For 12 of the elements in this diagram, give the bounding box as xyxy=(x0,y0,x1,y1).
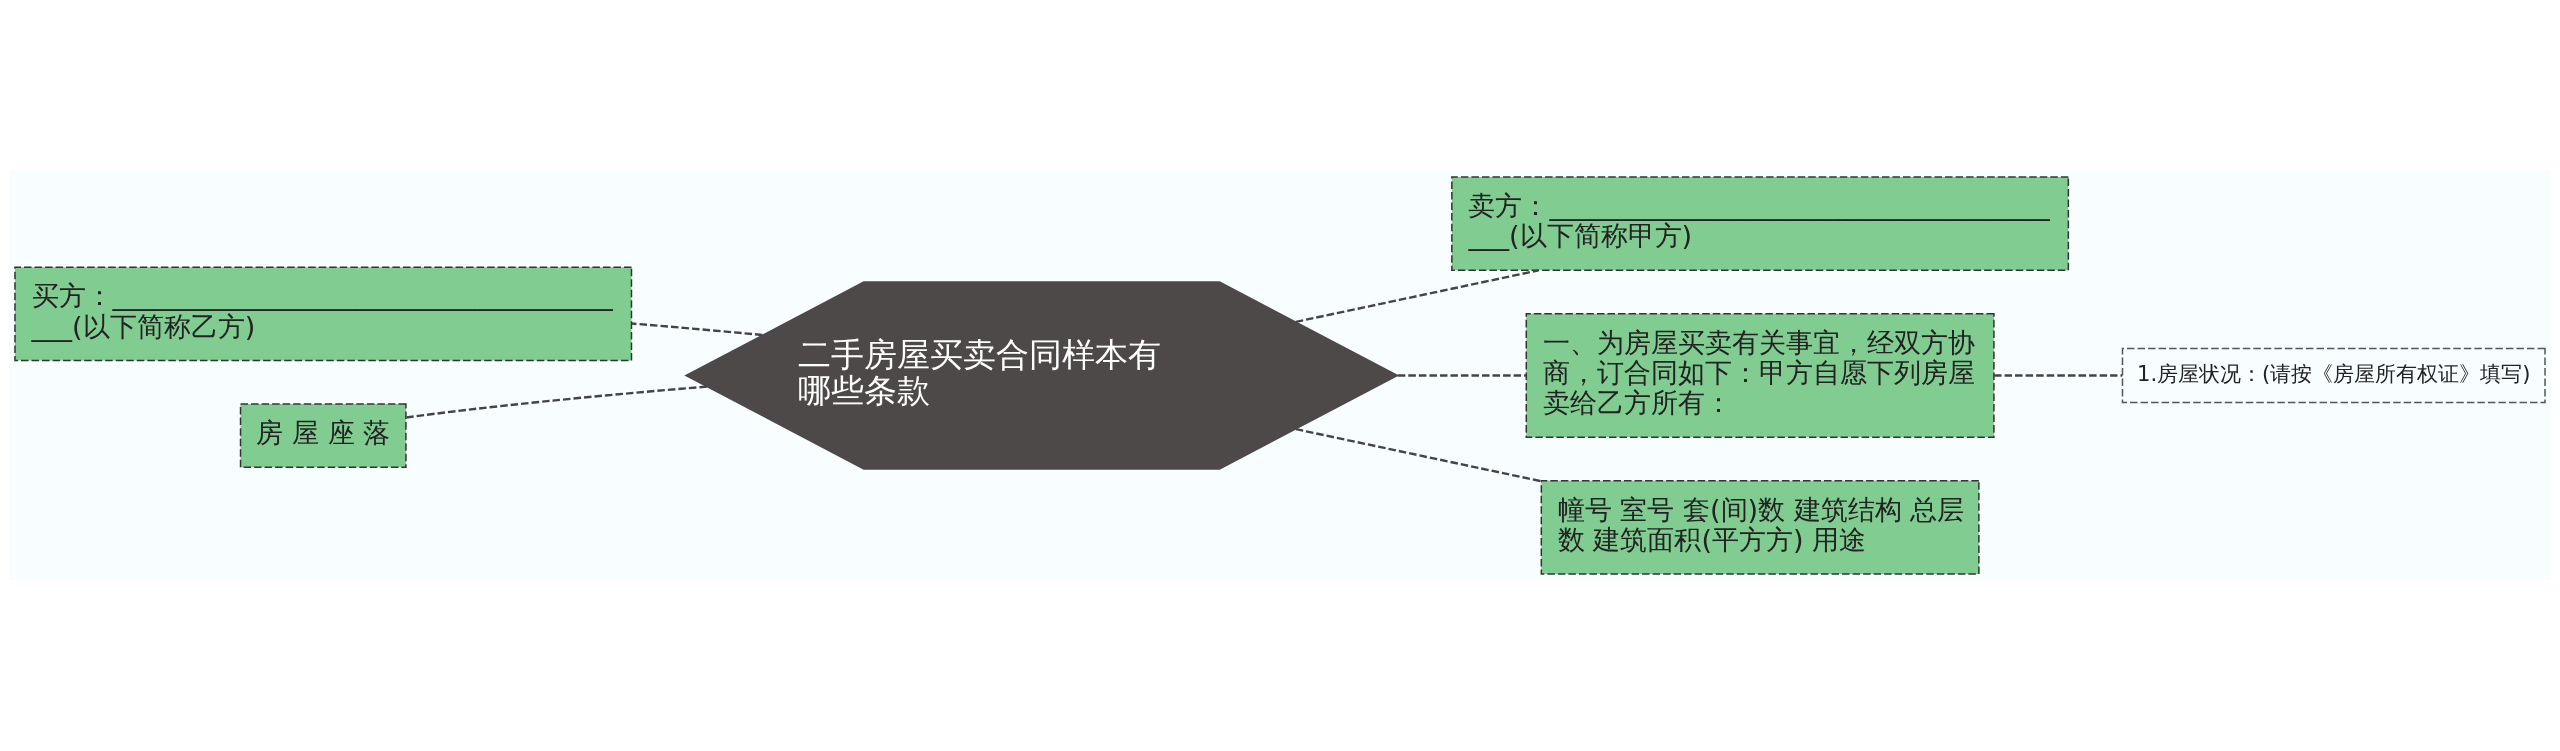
connector xyxy=(1295,427,1542,483)
connector xyxy=(631,322,763,337)
node-box: 一、为房屋买卖有关事宜，经双方协商，订合同如下：甲方自愿下列房屋卖给乙方所有： xyxy=(1525,313,1995,438)
node-box: 1.房屋状况：(请按《房屋所有权证》填写) xyxy=(2121,347,2546,404)
node-box: 房 屋 座 落 xyxy=(239,403,407,468)
connector xyxy=(405,385,707,419)
node-box: 买方：________________________________________(以下简称乙方) xyxy=(14,266,633,362)
connector xyxy=(1397,374,1527,377)
connector xyxy=(1994,374,2123,377)
node-box: 幢号 室号 套(间)数 建筑结构 总层数 建筑面积(平方方) 用途 xyxy=(1540,480,1980,575)
connector xyxy=(1295,269,1539,324)
node-box: 卖方：________________________________________(以下简称甲方) xyxy=(1451,176,2070,271)
